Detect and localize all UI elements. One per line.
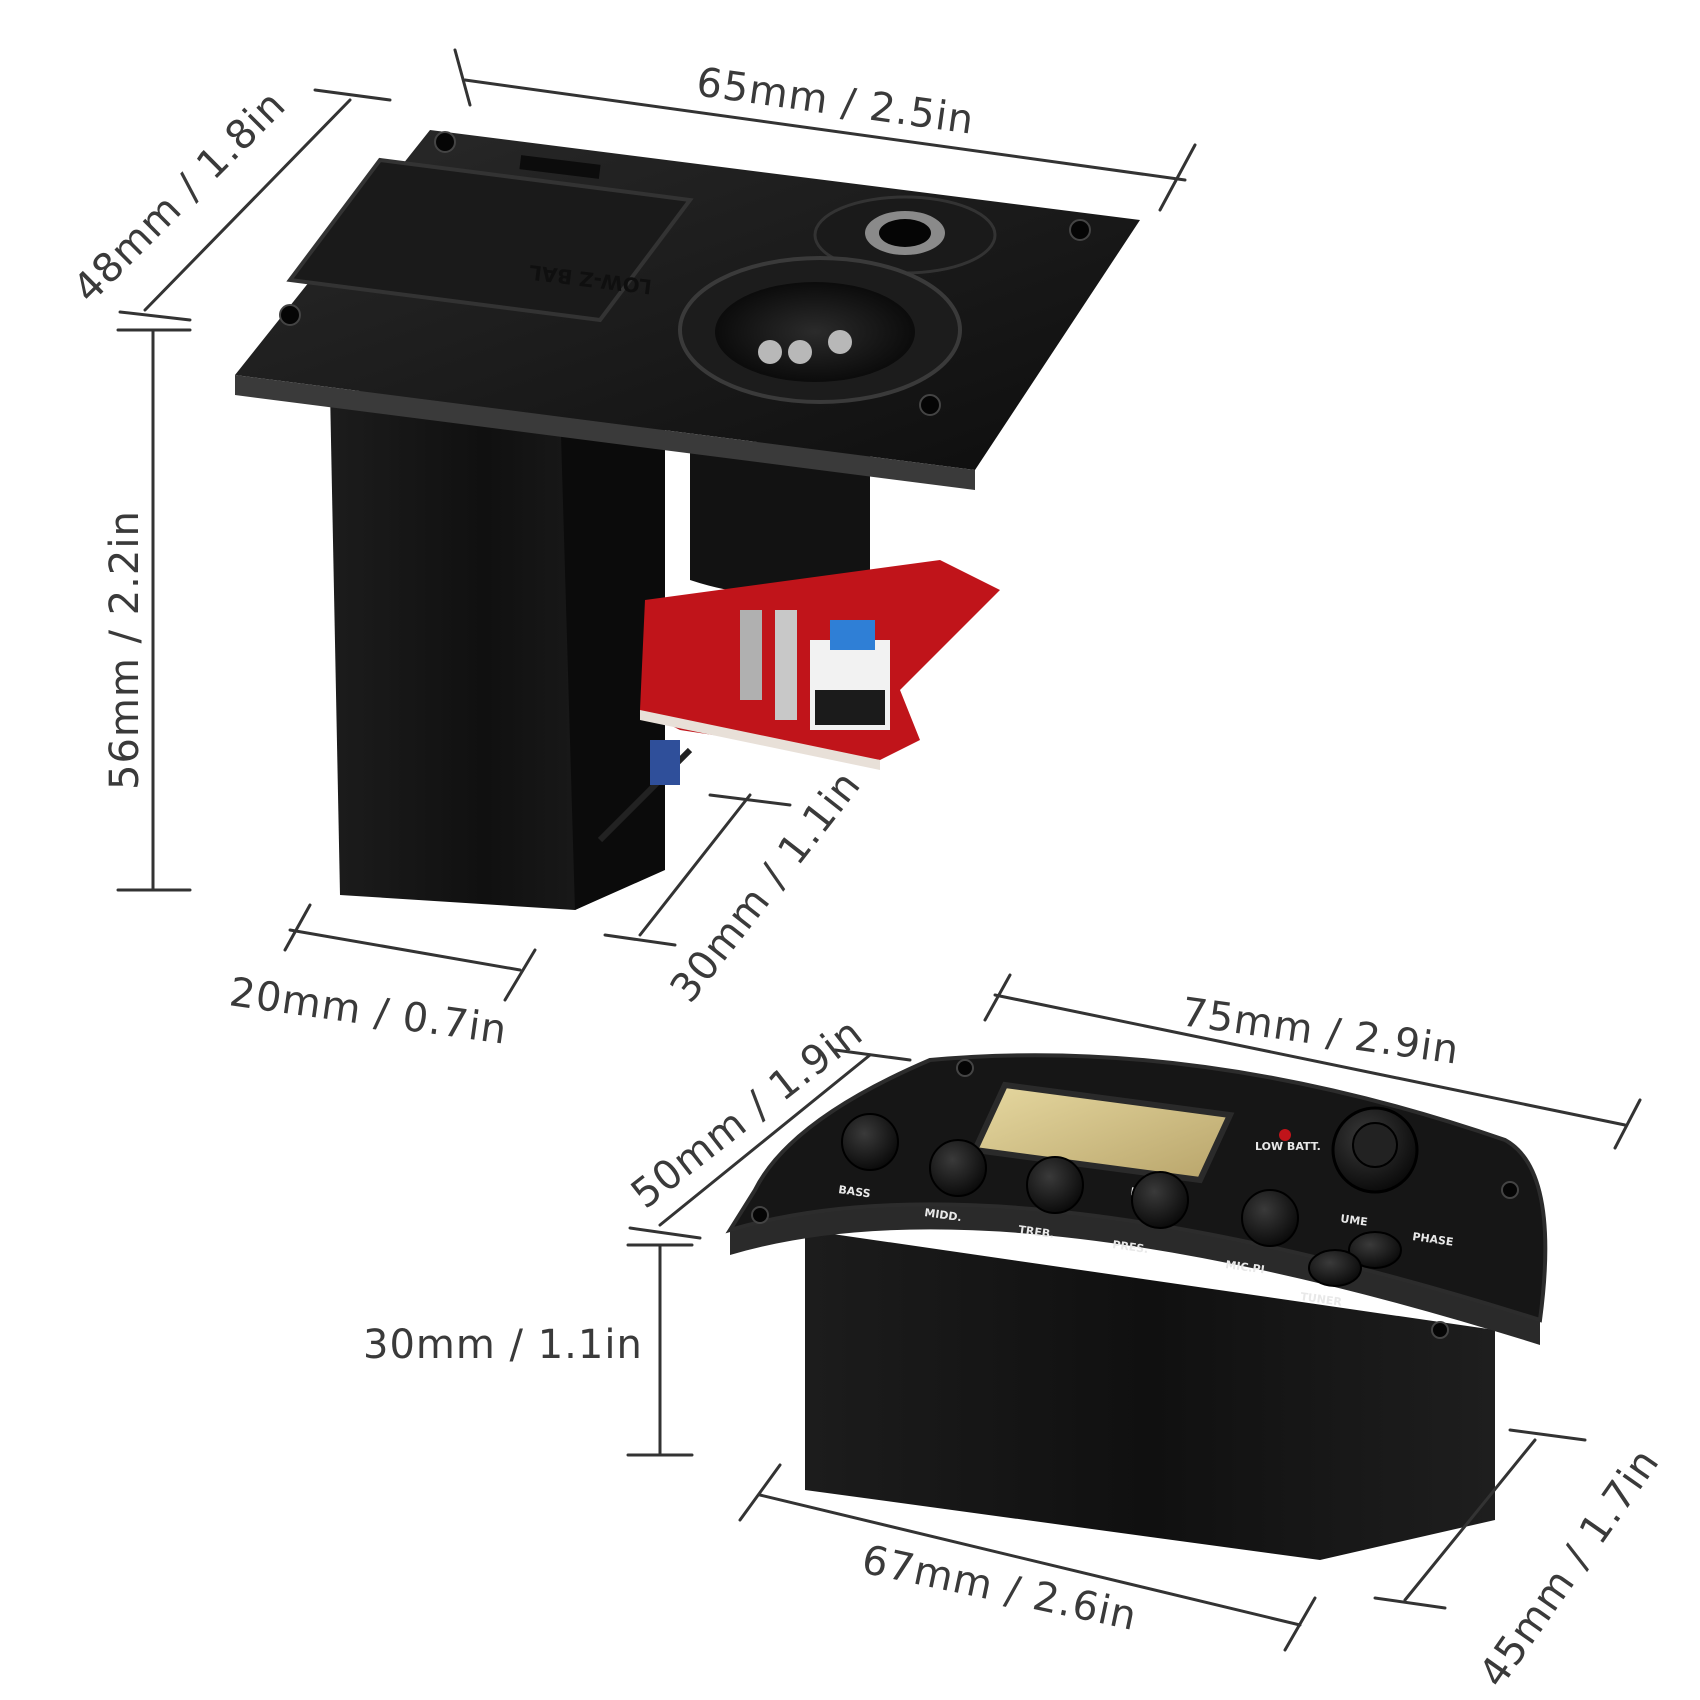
volume-wheel[interactable]: UME [1331, 1106, 1419, 1229]
treble-knob[interactable]: TREB. [1018, 1156, 1084, 1241]
middle-knob[interactable]: MIDD. [924, 1139, 987, 1224]
dimension-lines [116, 48, 1642, 1652]
phase-button[interactable]: PHASE [1348, 1230, 1455, 1269]
presence-label: PRES. [1112, 1238, 1150, 1256]
mic-pickup-knob[interactable]: MIC.PI [1225, 1189, 1299, 1276]
preamp-unit: LOW BATT. LT- BASS MIDD. TREB. PRES. MIC… [725, 1053, 1548, 1560]
mic-pickup-label: MIC.PI [1225, 1258, 1266, 1276]
dim-pre-bottom-depth: 45mm / 1.7in [1471, 1440, 1669, 1696]
presence-knob[interactable]: PRES. [1112, 1171, 1189, 1256]
dim-box-bottom-width: 20mm / 0.7in [227, 969, 510, 1053]
tuner-label: TUNER [1300, 1290, 1344, 1309]
middle-label: MIDD. [924, 1206, 963, 1224]
phase-label: PHASE [1412, 1230, 1455, 1249]
treble-label: TREB. [1018, 1223, 1056, 1241]
dim-pre-height: 30mm / 1.1in [363, 1322, 643, 1368]
dim-box-side-depth: 30mm / 1.1in [662, 762, 871, 1011]
low-batt-label: LOW BATT. [1255, 1140, 1321, 1153]
volume-label: UME [1340, 1212, 1369, 1229]
tuner-button[interactable]: TUNER [1300, 1249, 1362, 1309]
bass-label: BASS [838, 1183, 872, 1200]
battery-box-jack-unit: LOW-Z BAL [235, 130, 1140, 910]
dim-box-top-depth: 48mm / 1.8in [65, 82, 295, 312]
dim-box-height: 56mm / 2.2in [102, 510, 148, 790]
bass-knob[interactable]: BASS [838, 1113, 899, 1200]
